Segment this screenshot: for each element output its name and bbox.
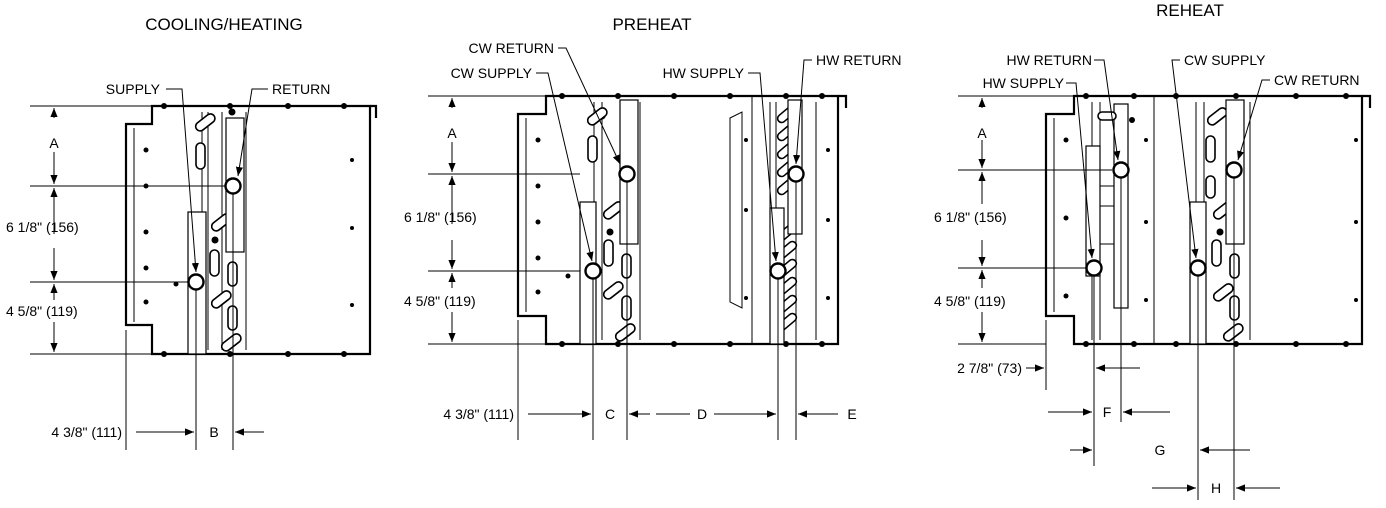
- reheat-hw-supply-label: HW SUPPLY: [983, 75, 1065, 91]
- cooling-dim-119: 4 5/8" (119): [6, 303, 78, 319]
- reheat-dim-119: 4 5/8" (119): [934, 293, 1006, 309]
- reheat-cw-supply-connection: [1189, 259, 1207, 277]
- preheat-hw-supply-connection: [769, 262, 787, 280]
- cooling-housing: [124, 104, 372, 356]
- reheat-hw-return-label: HW RETURN: [1006, 52, 1092, 68]
- cooling-return-connection: [224, 177, 242, 195]
- cooling-heating-panel: COOLING/HEATING: [6, 15, 378, 450]
- preheat-housing: [516, 94, 840, 346]
- preheat-cw-return-connection: [618, 165, 636, 183]
- cooling-heating-title: COOLING/HEATING: [145, 15, 302, 34]
- preheat-dim-e: E: [847, 406, 856, 422]
- preheat-dim-d: D: [697, 406, 707, 422]
- reheat-dim-a: A: [977, 125, 987, 141]
- preheat-dim-c: C: [605, 406, 615, 422]
- reheat-cw-return-connection: [1225, 161, 1243, 179]
- cooling-dim-a: A: [49, 135, 59, 151]
- preheat-dim-111: 4 3/8" (111): [443, 406, 514, 422]
- preheat-dim-119: 4 5/8" (119): [404, 293, 476, 309]
- preheat-hw-return-label: HW RETURN: [816, 52, 902, 68]
- reheat-hw-supply-connection: [1085, 259, 1103, 277]
- cooling-return-label: RETURN: [272, 81, 330, 97]
- cooling-face-holes: [143, 108, 354, 307]
- reheat-panel: REHEAT: [934, 1, 1372, 500]
- preheat-hw-coil-frame: [729, 111, 743, 309]
- preheat-cw-supply-label: CW SUPPLY: [451, 65, 533, 81]
- reheat-dim-156: 6 1/8" (156): [934, 209, 1007, 225]
- cooling-dim-156: 6 1/8" (156): [6, 219, 79, 235]
- cooling-slots: [194, 113, 242, 352]
- preheat-dim-156: 6 1/8" (156): [404, 209, 477, 225]
- preheat-cw-return-label: CW RETURN: [468, 40, 554, 56]
- cooling-dim-111: 4 3/8" (111): [51, 424, 122, 440]
- cooling-top-bolts: [161, 103, 347, 357]
- preheat-bolts: [559, 93, 825, 347]
- cooling-supply-connection: [187, 273, 205, 291]
- reheat-cw-supply-label: CW SUPPLY: [1184, 52, 1266, 68]
- reheat-housing: [1044, 94, 1364, 346]
- preheat-cw-supply-connection: [584, 262, 602, 280]
- reheat-dim-73: 2 7/8" (73): [957, 360, 1022, 376]
- reheat-dim-g: G: [1155, 442, 1166, 458]
- preheat-panel: PREHEAT: [404, 15, 902, 440]
- cooling-dim-b: B: [209, 424, 218, 440]
- preheat-hw-supply-label: HW SUPPLY: [663, 65, 745, 81]
- preheat-hw-return-connection: [787, 165, 805, 183]
- reheat-hw-return-connection: [1112, 161, 1130, 179]
- preheat-dim-a: A: [447, 125, 457, 141]
- preheat-title: PREHEAT: [612, 15, 691, 34]
- cooling-supply-label: SUPPLY: [106, 81, 161, 97]
- reheat-dim-f: F: [1103, 404, 1112, 420]
- reheat-title: REHEAT: [1156, 1, 1224, 20]
- reheat-dim-h: H: [1211, 480, 1221, 496]
- reheat-cw-return-label: CW RETURN: [1274, 72, 1360, 88]
